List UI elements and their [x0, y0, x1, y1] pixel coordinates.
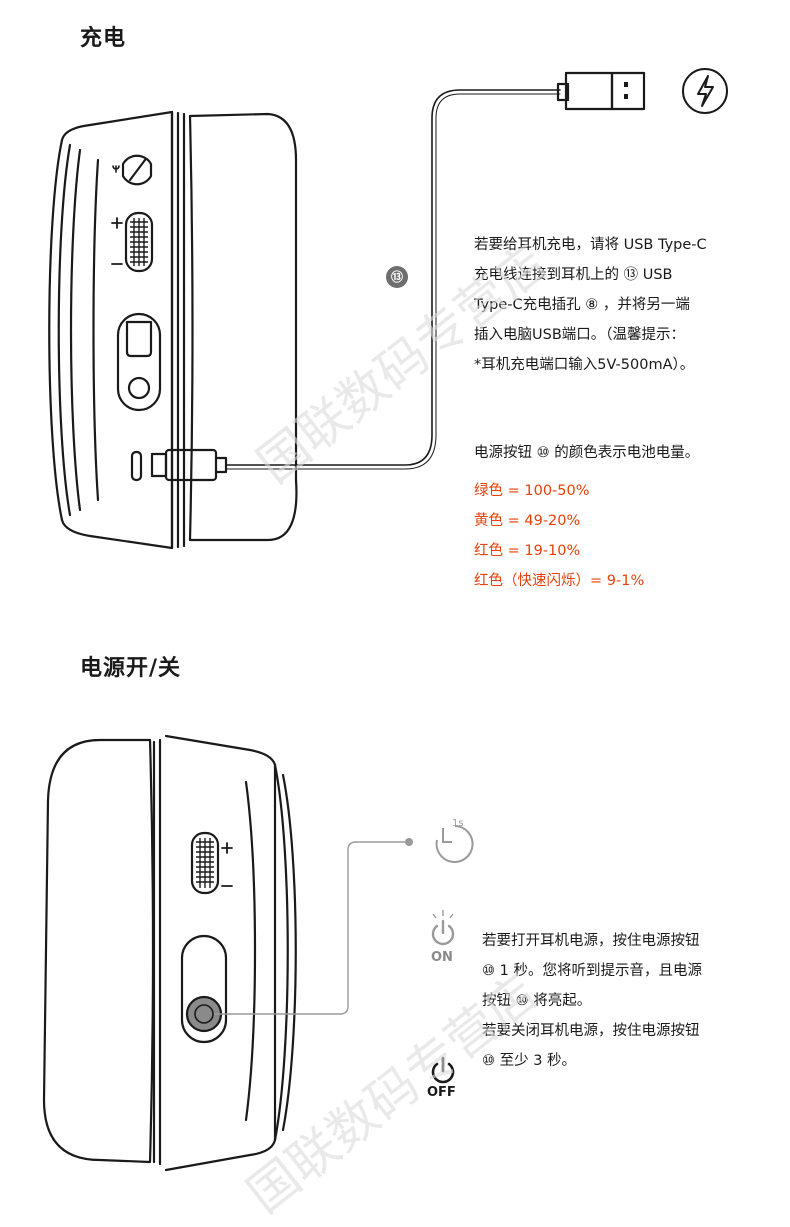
battery-intro: 电源按钮 ⑩ 的颜色表示电池电量。	[474, 445, 700, 461]
on-label: ON	[431, 950, 453, 965]
power-line: 按钮 ⑩ 将亮起。	[482, 993, 592, 1009]
earcup-charging-illustration	[48, 71, 646, 550]
power-line: ⑩ 1 秒。您将听到提示音，且电源	[482, 963, 702, 979]
power-line: 若要打开耳机电源，按住电源按钮	[482, 933, 700, 949]
lightning-bolt-icon	[682, 68, 728, 114]
battery-level-red: 红色 = 19-10%	[474, 543, 581, 559]
power-heading: 电源开/关	[80, 656, 182, 681]
charging-line: 充电线连接到耳机上的 ⑬ USB	[474, 267, 673, 283]
battery-level-green: 绿色 = 100-50%	[474, 483, 590, 499]
timer-label: 1s	[452, 818, 464, 829]
charging-instructions: 若要给耳机充电，请将 USB Type-C 充电线连接到耳机上的 ⑬ USB T…	[474, 230, 774, 380]
off-label: OFF	[427, 1085, 456, 1100]
power-instructions: 若要打开耳机电源，按住电源按钮 ⑩ 1 秒。您将听到提示音，且电源 按钮 ⑩ 将…	[482, 926, 772, 1076]
charging-line: *耳机充电端口输入5V-500mA）。	[474, 357, 695, 373]
battery-level-red-flashing: 红色（快速闪烁）= 9-1%	[474, 573, 645, 589]
charging-line: Type-C充电插孔 ⑧ ，并将另一端	[474, 297, 690, 313]
battery-level-yellow: 黄色 = 49-20%	[474, 513, 581, 529]
power-line: 若要关闭耳机电源，按住电源按钮	[482, 1023, 700, 1039]
charging-line: 插入电脑USB端口。（温馨提示：	[474, 327, 686, 343]
battery-levels-list: 绿色 = 100-50% 黄色 = 49-20% 红色 = 19-10% 红色（…	[474, 476, 774, 596]
charging-line: 若要给耳机充电，请将 USB Type-C	[474, 237, 707, 253]
callout-13-label: ⑬	[390, 270, 403, 284]
earcup-power-illustration	[42, 734, 474, 1172]
charging-heading: 充电	[80, 26, 127, 51]
power-line: ⑩ 至少 3 秒。	[482, 1053, 577, 1069]
